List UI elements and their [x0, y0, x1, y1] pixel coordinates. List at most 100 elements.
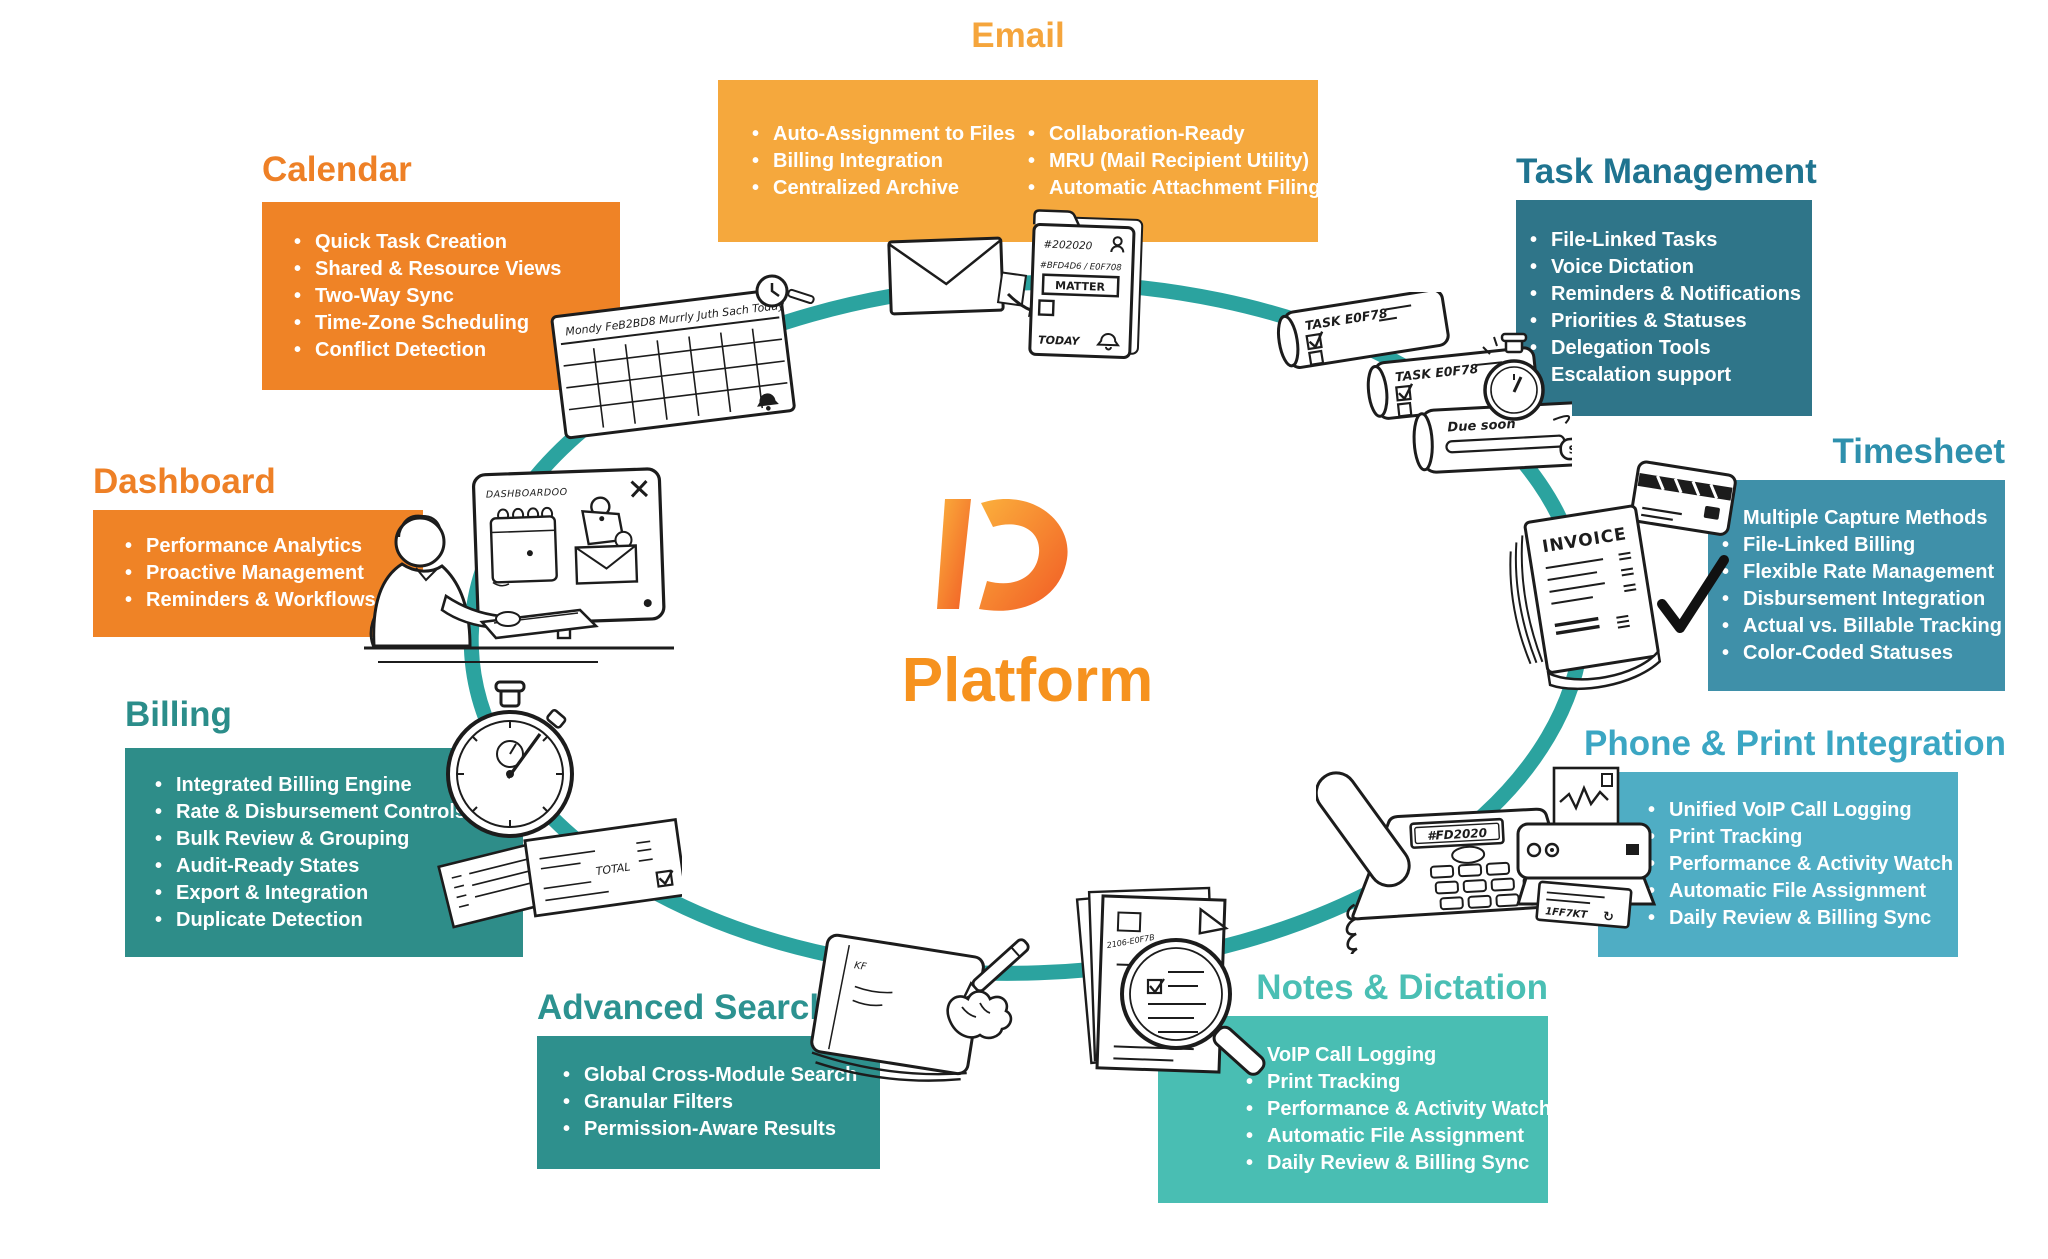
feature-item: Flexible Rate Management	[1722, 559, 2002, 586]
module-timesheet: Timesheet Multiple Capture Methods File-…	[1708, 432, 2005, 691]
today-label: TODAY	[1038, 334, 1081, 348]
feature-item: Bulk Review & Grouping	[155, 826, 466, 853]
receipt-total-label: TOTAL	[595, 860, 631, 878]
email-folder-sketch: #202020 #BFD4D6 / E0F708 MATTER TODAY	[887, 209, 1144, 359]
printer-icon: 1FF7KT ↻	[1515, 766, 1657, 929]
feature-item: Quick Task Creation	[294, 229, 561, 256]
module-task-management: Task Management File-Linked Tasks Voice …	[1516, 152, 1817, 416]
feature-item: MRU (Mail Recipient Utility)	[1028, 148, 1320, 175]
logo-bar	[937, 499, 971, 609]
magnifier-handle	[1212, 1025, 1266, 1076]
start-button	[1559, 435, 1572, 461]
module-notes-dictation-title: Notes & Dictation	[1256, 968, 1548, 1007]
envelope-icon	[887, 236, 1005, 316]
folder-ref-scribble: #BFD4D6 / E0F708	[1040, 261, 1123, 274]
feature-item: Conflict Detection	[294, 337, 561, 364]
bell-icon	[1096, 332, 1120, 351]
feature-item: Reminders & Workflows	[125, 587, 376, 614]
stopwatch-receipt-sketch: TOTAL	[437, 680, 682, 929]
stopwatch-small-icon	[1482, 332, 1545, 421]
feature-item: Multiple Capture Methods	[1722, 505, 2002, 532]
feature-item: Granular Filters	[563, 1089, 857, 1116]
person-at-desk	[364, 514, 674, 663]
feature-item: Performance Analytics	[125, 533, 376, 560]
credit-card-icon	[1629, 460, 1737, 536]
feature-item: Centralized Archive	[752, 175, 1006, 202]
matter-label: MATTER	[1055, 279, 1106, 294]
feature-item: Print Tracking	[1648, 824, 1953, 851]
invoice-sketch: INVOICE	[1509, 460, 1737, 691]
notepad-scribble: KF	[853, 960, 867, 973]
module-billing-title: Billing	[125, 695, 232, 734]
person-icon	[1110, 236, 1125, 253]
magnifier-icon	[1120, 938, 1266, 1076]
module-email-title: Email	[971, 16, 1065, 55]
hand-icon	[946, 990, 1013, 1040]
module-task-management-box: File-Linked Tasks Voice Dictation Remind…	[1516, 200, 1812, 416]
feature-item: Performance & Activity Watch	[1246, 1096, 1551, 1123]
feature-item: Performance & Activity Watch	[1648, 851, 1953, 878]
feature-item: Permission-Aware Results	[563, 1116, 857, 1143]
module-task-management-title: Task Management	[1516, 152, 1817, 191]
checkmark-icon	[1657, 555, 1729, 633]
stopwatch-icon	[446, 680, 574, 838]
receipts-icon: TOTAL	[437, 817, 682, 929]
feature-item: Collaboration-Ready	[1028, 121, 1320, 148]
module-dashboard: Dashboard Performance Analytics Proactiv…	[93, 462, 423, 637]
feature-item: Shared & Resource Views	[294, 256, 561, 283]
feature-item: Proactive Management	[125, 560, 376, 587]
feature-item: Automatic File Assignment	[1648, 878, 1953, 905]
search-docs-sketch: 2106-E0F7B	[1075, 886, 1266, 1076]
module-timesheet-title: Timesheet	[1832, 432, 2006, 471]
checkbox-empty	[1396, 401, 1413, 418]
module-phone-print-title: Phone & Print Integration	[1584, 724, 2006, 763]
handset	[1316, 771, 1411, 888]
clock-icon	[755, 274, 789, 308]
checkbox-empty	[1308, 349, 1325, 367]
folder-file-number: #202020	[1043, 239, 1093, 253]
feature-item: File-Linked Billing	[1722, 532, 2002, 559]
module-calendar-title: Calendar	[262, 150, 412, 189]
feature-item: Billing Integration	[752, 148, 1006, 175]
tag-envelope-icon	[574, 496, 639, 585]
feature-item: Priorities & Statuses	[1530, 308, 1801, 335]
feature-item: Daily Review & Billing Sync	[1246, 1150, 1551, 1177]
printed-card: 1FF7KT ↻	[1535, 880, 1633, 929]
keyboard	[479, 608, 599, 640]
invoice-stack-icon: INVOICE	[1509, 504, 1662, 691]
feature-item: Rate & Disbursement Controls	[155, 799, 466, 826]
dashboard-screen: DASHBOARDOO	[471, 467, 666, 627]
desk-phone-icon: #FD2020	[1316, 771, 1573, 954]
module-dashboard-title: Dashboard	[93, 462, 276, 501]
feature-item: Integrated Billing Engine	[155, 772, 466, 799]
dashboard-person-sketch: DASHBOARDOO	[364, 467, 674, 663]
feature-item: Two-Way Sync	[294, 283, 561, 310]
refresh-icon: ↻	[1602, 909, 1614, 925]
module-advanced-search-box: Global Cross-Module Search Granular Filt…	[537, 1036, 880, 1169]
module-email: Email Auto-Assignment to Files Billing I…	[718, 16, 1320, 242]
module-phone-print-box: Unified VoIP Call Logging Print Tracking…	[1598, 772, 1958, 957]
feature-item: Reminders & Notifications	[1530, 281, 1801, 308]
feature-item: VoIP Call Logging	[1246, 1042, 1551, 1069]
mini-calendar-icon	[489, 506, 558, 587]
bell-icon	[757, 393, 779, 411]
module-advanced-search-title: Advanced Search	[537, 988, 831, 1027]
calendar-sketch: Mondy FeB2BD8 Murrly Juth Sach Today	[550, 274, 815, 440]
feature-item: File-Linked Tasks	[1530, 227, 1801, 254]
brand-logo	[937, 498, 1068, 611]
logo-d-shape	[979, 498, 1068, 611]
task-scrolls-sketch: TASK E0F78 TASK E0F78 Due soon START	[1276, 292, 1572, 474]
module-phone-print: Phone & Print Integration Unified VoIP C…	[1584, 724, 2006, 957]
feature-item: Export & Integration	[155, 880, 466, 907]
feature-item: Daily Review & Billing Sync	[1648, 905, 1953, 932]
module-timesheet-box: Multiple Capture Methods File-Linked Bil…	[1708, 480, 2005, 691]
feature-item: Time-Zone Scheduling	[294, 310, 561, 337]
feature-item: Delegation Tools	[1530, 335, 1801, 362]
feature-item: Disbursement Integration	[1722, 586, 2002, 613]
close-icon	[630, 480, 649, 498]
outgoing-doc	[996, 271, 1028, 307]
waveform	[1559, 784, 1609, 811]
dashboard-screen-label: DASHBOARDOO	[486, 487, 568, 501]
module-email-box: Auto-Assignment to Files Billing Integra…	[718, 80, 1320, 242]
